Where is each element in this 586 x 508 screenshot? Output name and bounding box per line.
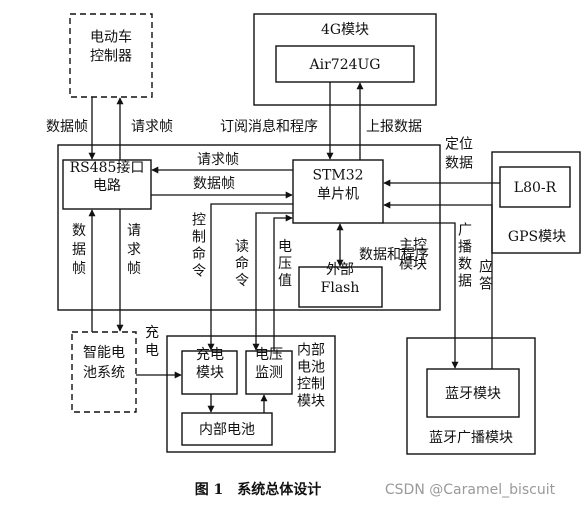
stm32-box xyxy=(292,159,384,224)
arrow-read-cmd xyxy=(252,212,293,351)
charge-label: 充电 xyxy=(145,325,159,359)
arrow-control-cmd xyxy=(207,203,293,351)
voltage-monitor-box xyxy=(245,350,293,395)
module-4g-label: 4G模块 xyxy=(321,22,369,38)
voltage-monitor-label: 电压监测 xyxy=(255,347,283,381)
smart-battery-box xyxy=(71,331,137,413)
main-control-region xyxy=(57,144,441,311)
charge-module-label: 充电模块 xyxy=(196,347,224,381)
gps-chip-box xyxy=(499,166,571,208)
gps-module-label: GPS模块 xyxy=(508,229,566,245)
subscribe-label: 订阅消息和程序 xyxy=(220,118,318,135)
control-cmd-label: 控制命令 xyxy=(192,213,206,280)
report-data-label: 上报数据 xyxy=(366,119,422,135)
internal-battery-label: 内部电池 xyxy=(199,422,255,438)
locate-data-label: 定位数据 xyxy=(445,137,473,172)
broadcast-data-label: 广播数据 xyxy=(458,223,472,290)
gps-chip-label: L80-R xyxy=(514,180,557,196)
air724-box xyxy=(275,45,415,83)
main-ctrl-label: 主控模块 xyxy=(399,238,427,273)
air724-label: Air724UG xyxy=(309,57,381,73)
arrow-answer xyxy=(383,201,493,369)
internal-power-ctrl-box xyxy=(166,335,336,453)
ev-controller-label: 电动车控制器 xyxy=(90,29,132,65)
read-cmd-label: 读命令 xyxy=(235,238,249,289)
request-frame-vertical-label: 请求帧 xyxy=(127,223,141,277)
bluetooth-box xyxy=(426,368,520,418)
gps-module-box xyxy=(491,151,581,254)
request-frame-mid-label: 请求帧 xyxy=(197,152,239,168)
internal-power-ctrl-label: 内部电池控制模块 xyxy=(297,343,325,410)
arrow-broadcast-data xyxy=(383,222,459,369)
charge-module-box xyxy=(181,350,238,395)
smart-battery-label: 智能电池系统 xyxy=(83,345,125,381)
answer-label: 应答 xyxy=(479,259,493,293)
bluetooth-label: 蓝牙模块 xyxy=(445,386,501,402)
data-frame-vertical-label: 数据帧 xyxy=(72,223,86,277)
data-and-program-label: 数据和程序 xyxy=(359,247,429,263)
arrow-voltage-value xyxy=(273,214,293,351)
watermark: CSDN @Caramel_biscuit xyxy=(385,482,556,498)
bt-broadcast-module-box xyxy=(406,337,536,455)
rs485-label: RS485接口电路 xyxy=(70,159,145,194)
flash-box xyxy=(298,266,383,308)
internal-battery-box xyxy=(181,412,273,446)
voltage-value-label: 电压值 xyxy=(278,239,292,289)
figure-caption: 图 1 系统总体设计 xyxy=(195,481,322,498)
module-4g-box xyxy=(253,13,437,106)
data-frame-mid-label: 数据帧 xyxy=(193,176,235,192)
rs485-box xyxy=(62,159,152,210)
data-frame-top-label: 数据帧 xyxy=(46,119,88,135)
bt-broadcast-module-label: 蓝牙广播模块 xyxy=(429,430,513,446)
ev-controller-box xyxy=(69,13,153,98)
request-frame-top-label: 请求帧 xyxy=(131,119,173,135)
